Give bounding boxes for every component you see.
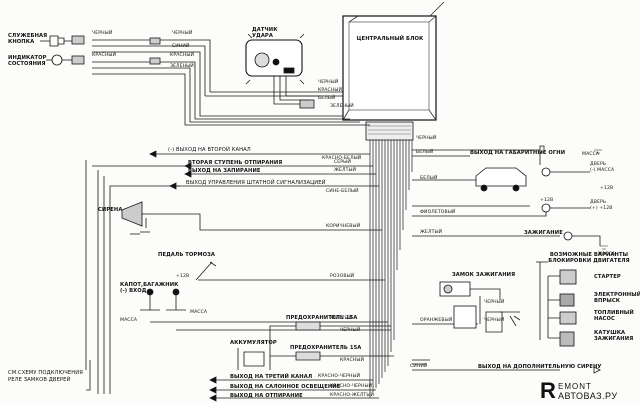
site-watermark: R EMONT АВТОВАЗ.РУ (536, 378, 640, 404)
output-alarm-control: ВЫХОД УПРАВЛЕНИЯ ШТАТНОЙ СИГНАЛИЗАЦИЕЙ (186, 180, 326, 186)
fuse-2-color: КРАСНЫЙ (340, 358, 365, 363)
brake-wire-color: РОЗОВЫЙ (330, 274, 355, 279)
output-third-channel: ВЫХОД НА ТРЕТИЙ КАНАЛ (230, 374, 313, 380)
watermark-line1: EMONT (558, 382, 592, 391)
wire-color-indicator-2: КРАСНЫЙ (170, 53, 195, 58)
ignition-lock-label: ЗАМОК ЗАЖИГАНИЯ (452, 272, 516, 278)
siren-label: СИРЕНА (98, 207, 123, 213)
output-second-unlock-color: СЕРЫЙ (334, 160, 351, 165)
right-white-1: БЕЛЫЙ (416, 150, 434, 155)
central-unit-label: ЦЕНТРАЛЬНЫЙ БЛОК (356, 36, 424, 42)
right-ground-mid: МАССА (598, 252, 616, 257)
door-lock-note-1: СМ.СХЕМУ ПОДКЛЮЧЕНИЯ (8, 370, 83, 376)
right-white-2: БЕЛЫЙ (420, 176, 438, 181)
watermark-r: R (540, 378, 556, 403)
output-interior-light-color: КРАСНО-ЧЕРНЫЙ (330, 384, 373, 389)
central-unit-connector (365, 121, 414, 141)
engine-block-title-1: ВОЗМОЖНЫЕ ВАРИАНТЫ (549, 252, 629, 258)
right-plus12-1: +12В (600, 186, 614, 191)
siren-wire-color: КОРИЧНЕВЫЙ (326, 224, 361, 229)
engine-option-fuel-pump: ТОПЛИВНЫЙ НАСОС (594, 310, 634, 322)
engine-black-wire: ЧЕРНЫЙ (484, 300, 505, 305)
output-unlock-color: КРАСНО-ЖЕЛТЫЙ (330, 393, 375, 398)
watermark-line2: АВТОВАЗ.РУ (558, 391, 618, 401)
fuse-1-color: ЧЕРНЫЙ (340, 328, 361, 333)
right-yellow: ЖЕЛТЫЙ (420, 230, 443, 235)
sensor-wire-4: ЗЕЛЕНЫЙ (330, 104, 354, 109)
door-1-ground: (-) МАССА (590, 168, 615, 173)
output-alarm-control-color: СИНЕ-БЕЛЫЙ (326, 189, 359, 194)
output-lock: ВЫХОД НА ЗАПИРАНИЕ (188, 168, 261, 174)
engine-option-injection: ЭЛЕКТРОННЫЙ ВПРЫСК (594, 292, 640, 304)
additional-siren-color: СИНИЙ (410, 364, 428, 369)
sensor-wire-3: БЕЛЫЙ (318, 96, 336, 101)
engine-option-ignition-coil: КАТУШКА ЗАЖИГАНИЯ (594, 330, 634, 342)
wire-color-indicator-3: ЗЕЛЕНЫЙ (170, 64, 194, 69)
additional-siren-label: ВЫХОД НА ДОПОЛНИТЕЛЬНУЮ СИРЕНУ (478, 364, 602, 370)
engine-black-wire-2: ЧЕРНЫЙ (484, 318, 505, 323)
output-second-channel-color: КРАСНО-БЕЛЫЙ (322, 156, 362, 161)
side-lights-label: ВЫХОД НА ГАБАРИТНЫЕ ОГНИ (470, 150, 566, 156)
output-second-channel: (-) ВЫХОД НА ВТОРОЙ КАНАЛ (168, 147, 251, 153)
door-2-plus: (+) +12В (590, 206, 613, 211)
central-unit-box (342, 15, 437, 121)
hood-label: КАПОТ,БАГАЖНИК (-) ВХОД (120, 282, 179, 294)
fuse-2-label: ПРЕДОХРАНИТЕЛЬ 15А (290, 345, 362, 351)
wire-color-indicator-1: КРАСНЫЙ (92, 53, 117, 58)
right-ground-top: МАССА (582, 152, 600, 157)
brake-voltage: +12В (176, 274, 190, 279)
engine-orange-wire: ОРАНЖЕВЫЙ (420, 318, 453, 323)
right-purple: ФИОЛЕТОВЫЙ (420, 210, 456, 215)
right-plus12-2: +12В (540, 198, 554, 203)
hood-wire-color: ЖЕЛТЫЙ (330, 316, 353, 321)
door-1-label: ДВЕРЬ (590, 162, 607, 167)
wire-color-service-1: ЧЕРНЫЙ (92, 31, 113, 36)
shock-sensor-label: ДАТЧИК УДАРА (252, 27, 278, 39)
engine-option-starter: СТАРТЕР (594, 274, 621, 280)
wire-color-service-2: ЧЕРНЫЙ (172, 31, 193, 36)
fuse-1-label: ПРЕДОХРАНИТЕЛЬ 15А (286, 315, 358, 321)
output-third-channel-color: КРАСНО-ЧЕРНЫЙ (318, 374, 361, 379)
output-lock-color: ЖЕЛТЫЙ (334, 168, 357, 173)
right-black-wire: ЧЕРНЫЙ (416, 136, 437, 141)
door-lock-note-2: РЕЛЕ ЗАМКОВ ДВЕРЕЙ (8, 377, 71, 383)
output-second-unlock: ВТОРАЯ СТУПЕНЬ ОТПИРАНИЯ (188, 160, 283, 166)
output-unlock: ВЫХОД НА ОТПИРАНИЕ (230, 393, 303, 399)
service-button-label: СЛУЖЕБНАЯ КНОПКА (8, 33, 48, 45)
battery-label: АККУМУЛЯТОР (230, 340, 277, 346)
output-interior-light: ВЫХОД НА САЛОННОЕ ОСВЕЩЕНИЕ (230, 384, 341, 390)
hood-ground-2: МАССА (190, 310, 208, 315)
sensor-wire-1: ЧЕРНЫЙ (318, 80, 339, 85)
status-indicator-label: ИНДИКАТОР СОСТОЯНИЯ (8, 55, 47, 67)
engine-block-title-2: БЛОКИРОВКИ ДВИГАТЕЛЯ (548, 258, 630, 264)
brake-label: ПЕДАЛЬ ТОРМОЗА (158, 252, 216, 258)
ignition-label: ЗАЖИГАНИЕ (524, 230, 563, 236)
hood-ground-1: МАССА (120, 318, 138, 323)
wire-color-service-3: СИНИЙ (172, 44, 190, 49)
sensor-wire-2: КРАСНЫЙ (318, 88, 343, 93)
door-2-label: ДВЕРЬ (590, 200, 607, 205)
